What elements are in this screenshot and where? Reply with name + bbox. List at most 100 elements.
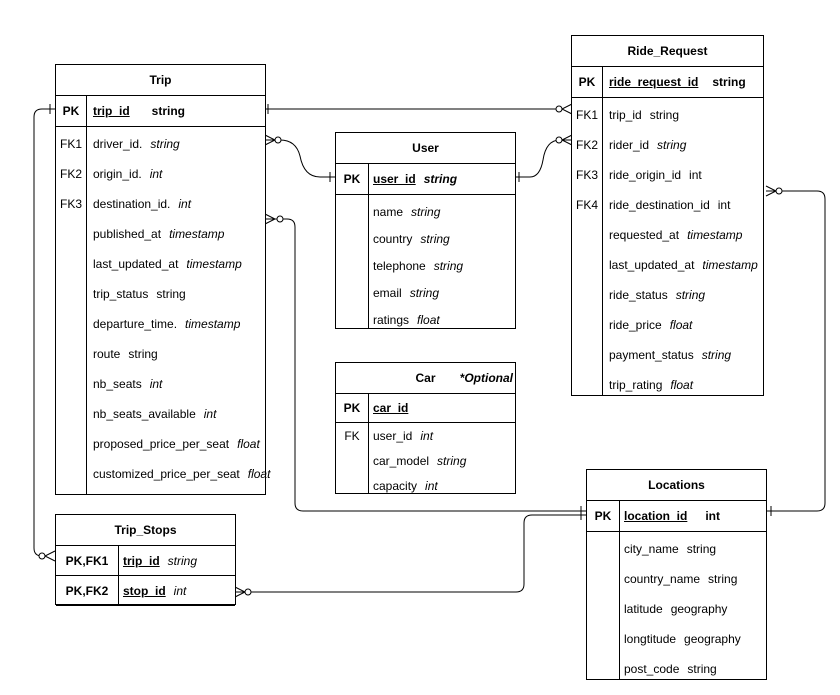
attr-name: ride_origin_id: [609, 168, 682, 182]
attr-name: stop_id: [123, 584, 166, 598]
attr-name: trip_id: [609, 108, 642, 122]
attr-type: string: [686, 542, 717, 556]
attr-type: string: [437, 454, 467, 468]
pk-label: PK,FK1: [65, 554, 109, 568]
attr-name: proposed_price_per_seat: [93, 437, 230, 451]
attr-name: rider_id: [609, 138, 650, 152]
attr-type: int: [689, 168, 702, 182]
attribute-row: name string: [336, 205, 515, 232]
attr-name: requested_at: [609, 228, 680, 242]
key-label: FK1: [59, 137, 82, 151]
attribute: capacity int: [373, 479, 438, 493]
attribute-row: city_name string: [587, 542, 766, 572]
attribute: destination_id.int: [93, 197, 191, 211]
attribute: ride_origin_id int: [609, 168, 702, 182]
attribute-row: capacity int: [336, 479, 515, 504]
attr-type: timestamp: [185, 317, 241, 331]
entity-title: Trip_Stops: [56, 515, 235, 546]
attr-name: ratings: [373, 313, 410, 327]
attribute-row: FK3 ride_origin_id int: [572, 168, 763, 198]
attr-type: int: [173, 584, 187, 598]
attr-name: trip_id: [93, 104, 130, 118]
entity-title: Trip: [56, 65, 265, 96]
attribute-row: departure_time. timestamp: [56, 317, 265, 347]
divider: [86, 95, 87, 494]
attr-name: name: [373, 205, 404, 219]
attr-name: capacity: [373, 479, 418, 493]
attribute: trip_id string: [609, 108, 679, 122]
attr-type: string: [433, 259, 464, 273]
edge-tripstops-locations: [235, 514, 586, 593]
attr-name: route: [93, 347, 121, 361]
attr-name: city_name: [624, 542, 679, 556]
attr-name: origin_id.: [93, 167, 142, 181]
attr-type: string: [411, 205, 441, 219]
attr-name: departure_time.: [93, 317, 178, 331]
attr-type: int: [425, 479, 438, 493]
pk-label: PK: [594, 509, 612, 523]
attr-name: ride_destination_id: [609, 198, 710, 212]
attr-name: driver_id.: [93, 137, 143, 151]
divider: [118, 545, 119, 604]
key-label: FK3: [575, 168, 598, 182]
attr-name: user_id: [373, 429, 413, 443]
attr-name: last_updated_at: [93, 257, 179, 271]
attribute: origin_id.int: [93, 167, 162, 181]
attr-type: string: [675, 288, 706, 302]
key-label: FK2: [59, 167, 82, 181]
attr-type: string: [167, 554, 198, 568]
attr-type: string: [151, 104, 186, 118]
attr-type: string: [649, 108, 680, 122]
attr-type: string: [701, 348, 732, 362]
pk-label: PK: [343, 172, 361, 186]
edge-trip-user: [265, 139, 335, 178]
divider: [619, 500, 620, 679]
attr-name: customized_price_per_seat: [93, 467, 240, 481]
attr-name: post_code: [624, 662, 680, 676]
attr-name: car_id: [373, 401, 409, 415]
attr-type: int: [178, 197, 192, 211]
entity-title: Car *Optional: [336, 363, 515, 394]
key-label: FK2: [575, 138, 598, 152]
